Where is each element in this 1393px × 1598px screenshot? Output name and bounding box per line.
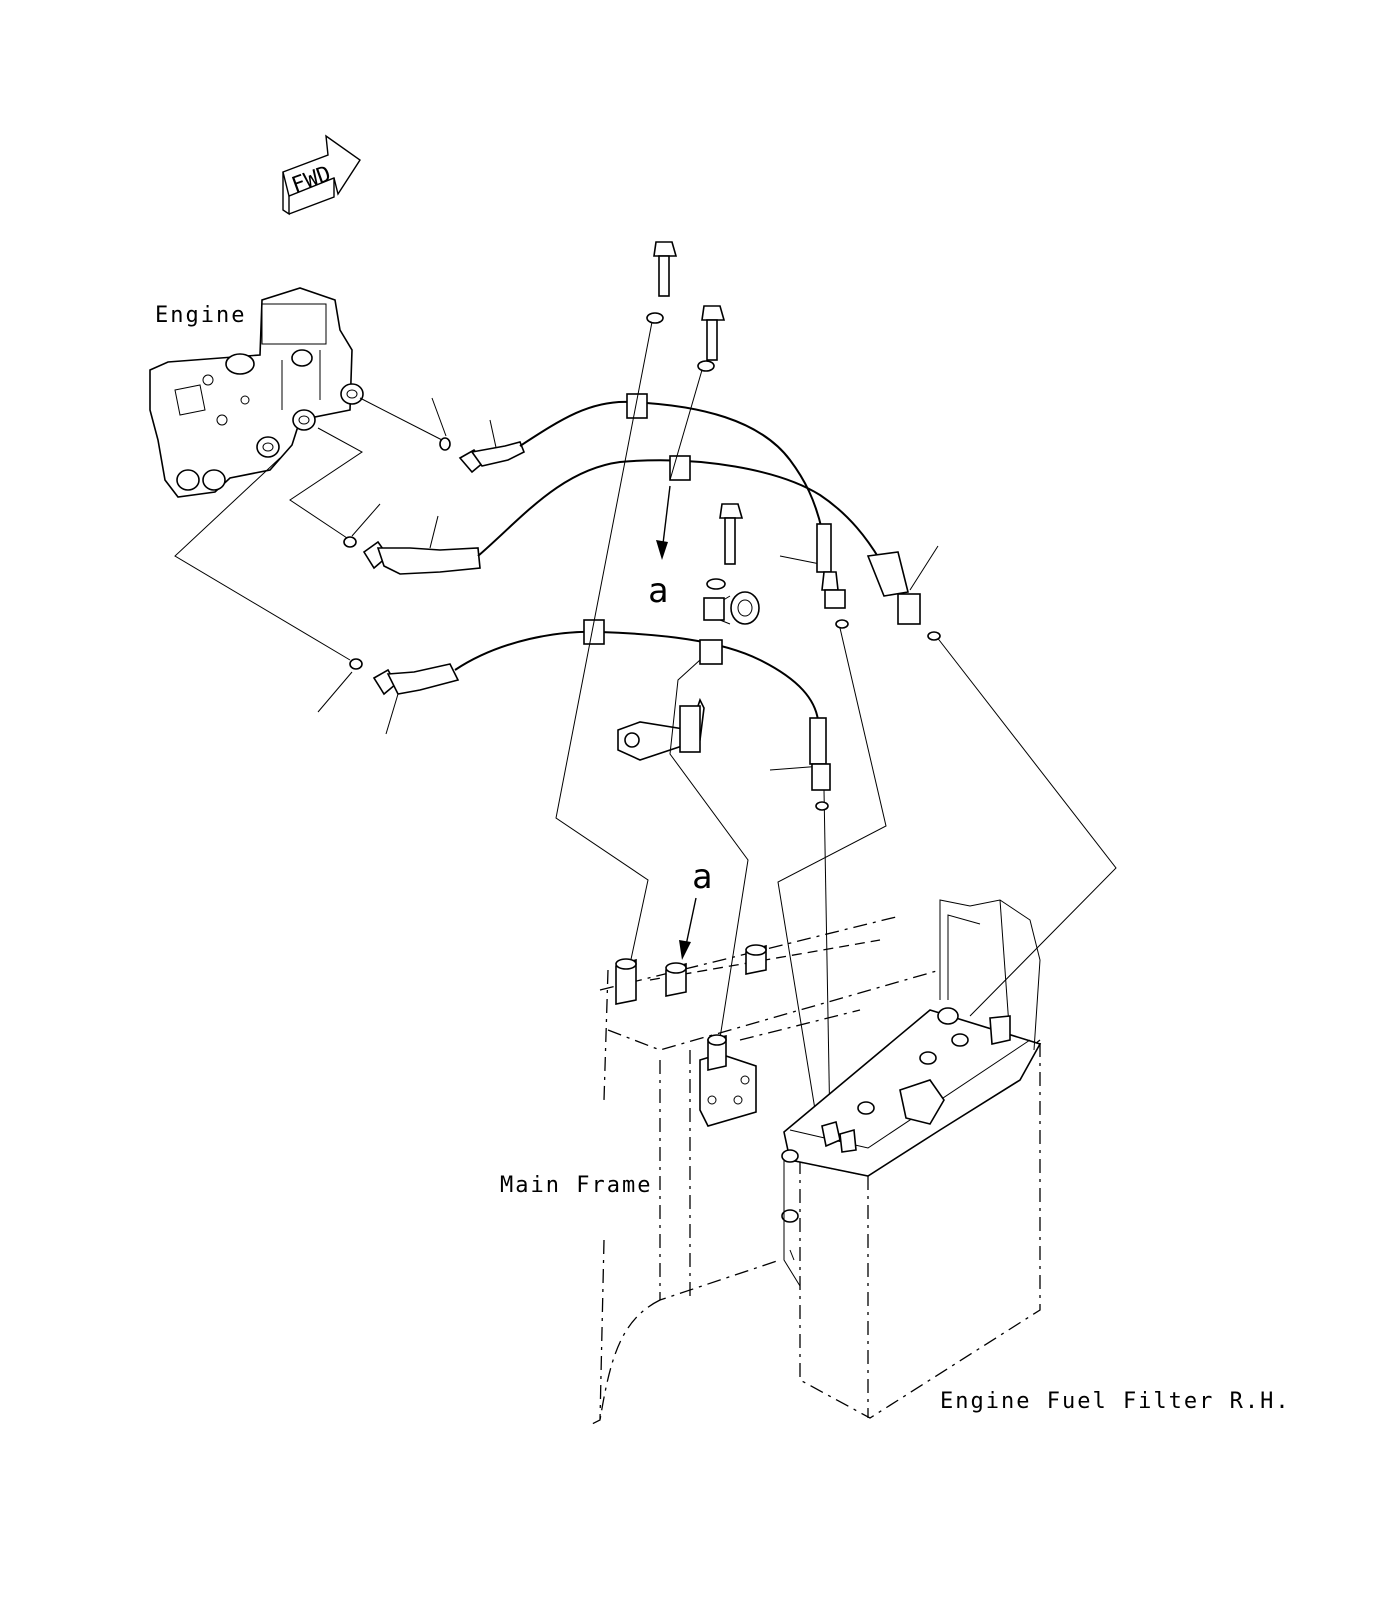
view-a-label-upper: a bbox=[648, 571, 668, 611]
bolt-1 bbox=[646, 241, 678, 324]
hose-lower bbox=[372, 630, 831, 791]
o-ring-2 bbox=[343, 536, 357, 548]
main-frame bbox=[589, 915, 941, 1426]
fuel-filter-label: Engine Fuel Filter R.H. bbox=[940, 1389, 1291, 1414]
bolt-2 bbox=[697, 305, 726, 372]
hose-middle bbox=[362, 459, 921, 625]
o-ring-1 bbox=[439, 437, 451, 451]
bolt-3 bbox=[706, 503, 744, 590]
view-a-label-lower: a bbox=[692, 857, 712, 897]
o-ring-3 bbox=[349, 658, 363, 670]
view-a-arrow-lower: a bbox=[679, 857, 712, 960]
engine-block bbox=[149, 287, 364, 498]
hose-upper bbox=[458, 400, 846, 609]
spacer-collar bbox=[703, 591, 760, 625]
fwd-arrow-icon: FWD bbox=[282, 134, 361, 216]
main-frame-label: Main Frame bbox=[500, 1173, 652, 1198]
engine-fuel-filter bbox=[781, 899, 1042, 1419]
clamp-1 bbox=[626, 393, 648, 419]
bracket bbox=[617, 697, 705, 761]
view-a-arrow-upper: a bbox=[648, 485, 671, 611]
engine-label: Engine bbox=[155, 303, 246, 328]
clamp-4 bbox=[699, 639, 723, 665]
